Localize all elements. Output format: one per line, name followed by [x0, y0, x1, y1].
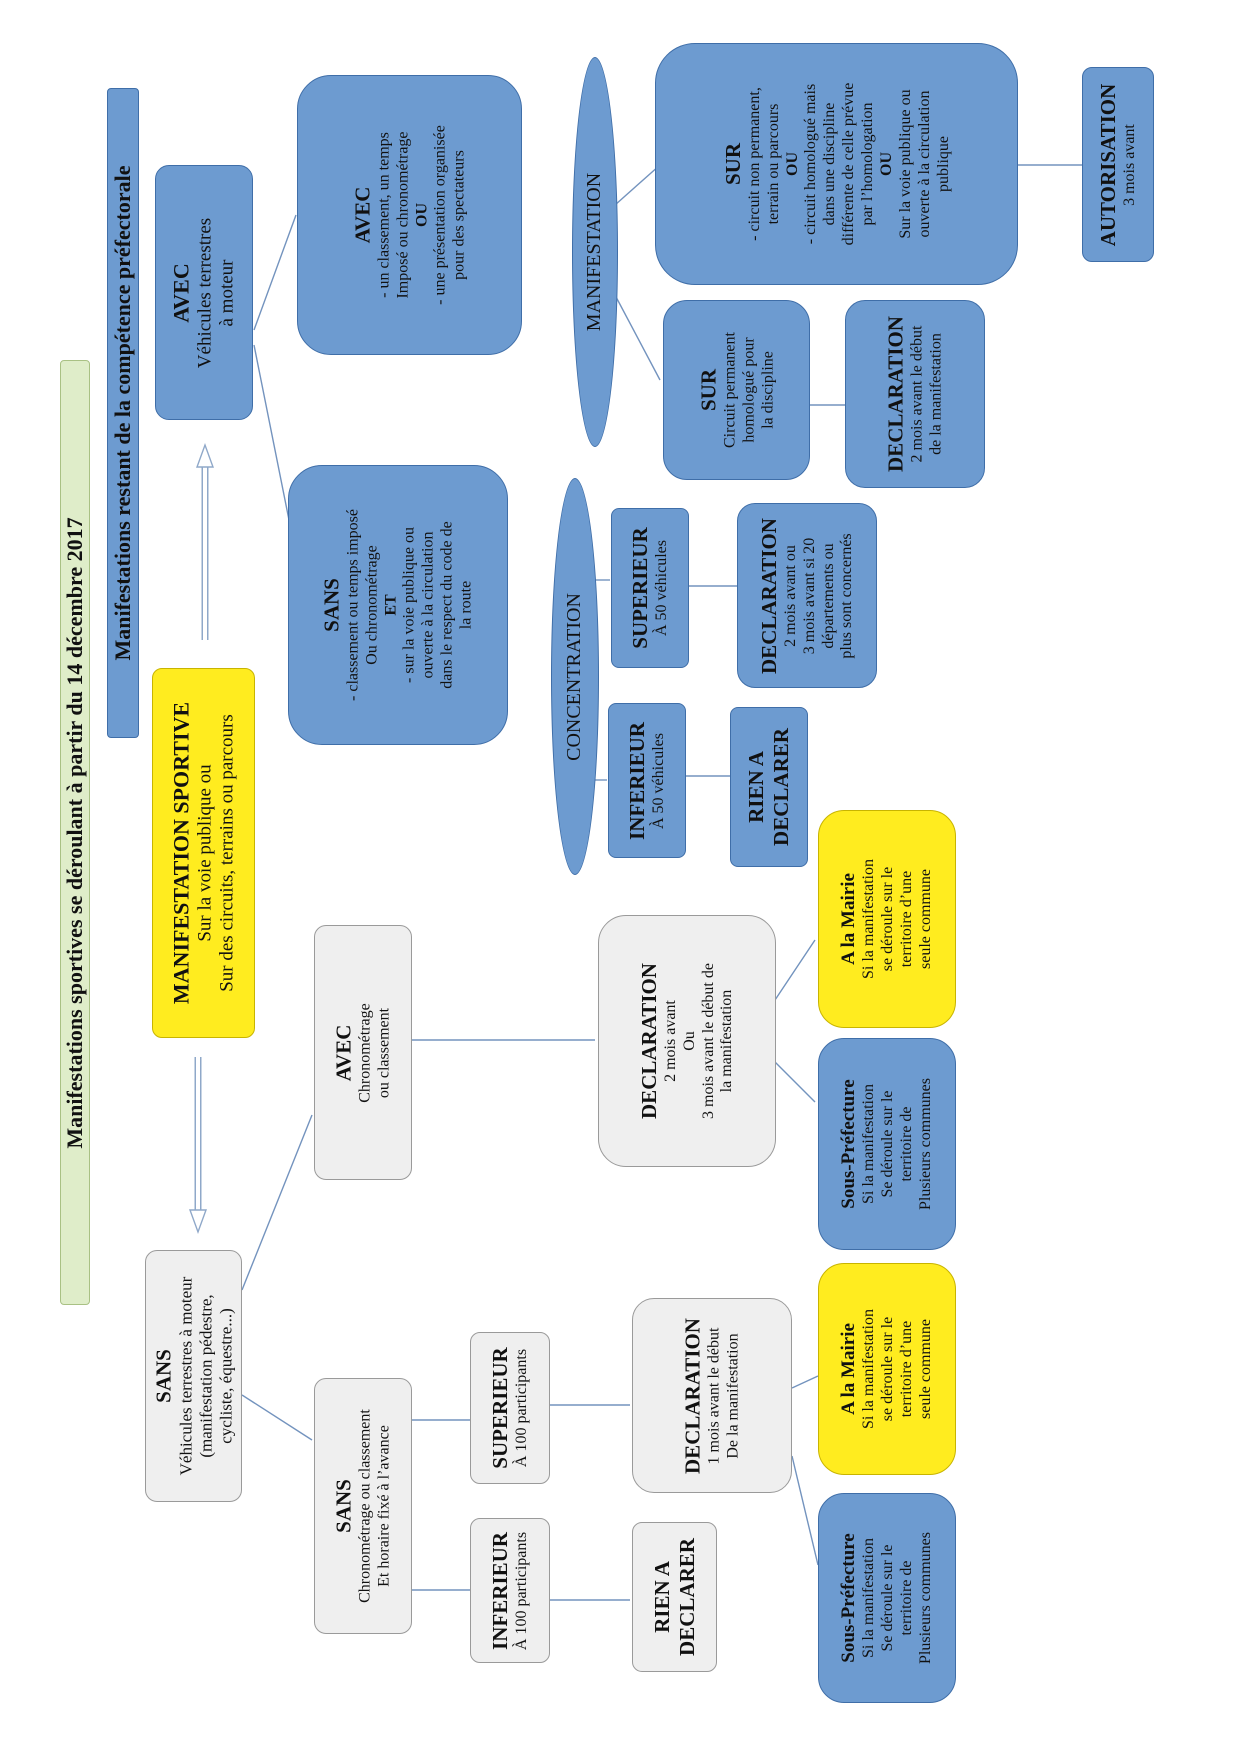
- node-declaration-manifestation: DECLARATION 2 mois avant le début de la …: [845, 300, 985, 488]
- node-sur-permanent: SUR Circuit permanent homologué pour la …: [663, 300, 810, 480]
- node-sans-classement: SANS - classement ou temps imposé Ou chr…: [288, 465, 508, 745]
- node-declaration-2mois: DECLARATION 2 mois avant Ou 3 mois avant…: [598, 915, 776, 1167]
- node-manifestation: MANIFESTATION: [572, 57, 618, 447]
- node-declaration-1mois: DECLARATION 1 mois avant le début De la …: [632, 1298, 792, 1493]
- node-sous-prefecture-2: Sous-Préfecture Si la manifestation Se d…: [818, 1038, 956, 1250]
- node-mairie-2: A la Mairie Si la manifestation se dérou…: [818, 810, 956, 1028]
- arrow-head-avec: [196, 442, 214, 468]
- subtitle-box: Manifestations restant de la compétence …: [107, 88, 139, 738]
- node-sans-chrono: SANS Chronométrage ou classement Et hora…: [314, 1378, 412, 1634]
- node-rien-declarer-1: RIEN A DECLARER: [632, 1522, 717, 1672]
- root-line2: Sur des circuits, terrains ou parcours: [216, 714, 238, 992]
- main-title-box: Manifestations sportives se déroulant à …: [60, 360, 90, 1305]
- node-mairie-1: A la Mairie Si la manifestation se dérou…: [818, 1263, 956, 1475]
- node-avec-chrono: AVEC Chronométrage ou classement: [314, 925, 412, 1180]
- node-rien-declarer-2: RIEN A DECLARER: [730, 707, 808, 867]
- node-superieur-100: SUPERIEUR À 100 participants: [470, 1332, 550, 1484]
- node-avec-vehicules: AVEC Véhicules terrestres à moteur: [155, 165, 253, 420]
- node-autorisation: AUTORISATION 3 mois avant: [1082, 67, 1154, 262]
- node-superieur-50: SUPERIEUR À 50 véhicules: [611, 508, 689, 668]
- root-line1: Sur la voie publique ou: [194, 764, 216, 942]
- node-inferieur-100: INFERIEUR À 100 participants: [470, 1518, 550, 1663]
- node-declaration-concentration: DECLARATION 2 mois avant ou 3 mois avant…: [737, 503, 877, 688]
- node-inferieur-50: INFERIEUR À 50 véhicules: [608, 703, 686, 858]
- root-title: MANIFESTATION SPORTIVE: [168, 701, 194, 1005]
- node-sans-vehicules: SANS Véhicules terrestres à moteur (mani…: [145, 1250, 242, 1502]
- arrow-head-sans: [189, 1209, 207, 1235]
- main-title: Manifestations sportives se déroulant à …: [62, 516, 88, 1149]
- subtitle: Manifestations restant de la compétence …: [110, 165, 136, 661]
- node-sous-prefecture-1: Sous-Préfecture Si la manifestation Se d…: [818, 1493, 956, 1703]
- node-sur-non-permanent: SUR - circuit non permanent, terrain ou …: [655, 43, 1018, 285]
- node-avec-classement: AVEC - un classement, un temps Imposé ou…: [297, 75, 522, 355]
- root-node: MANIFESTATION SPORTIVE Sur la voie publi…: [152, 668, 255, 1038]
- node-concentration: CONCENTRATION: [551, 478, 599, 875]
